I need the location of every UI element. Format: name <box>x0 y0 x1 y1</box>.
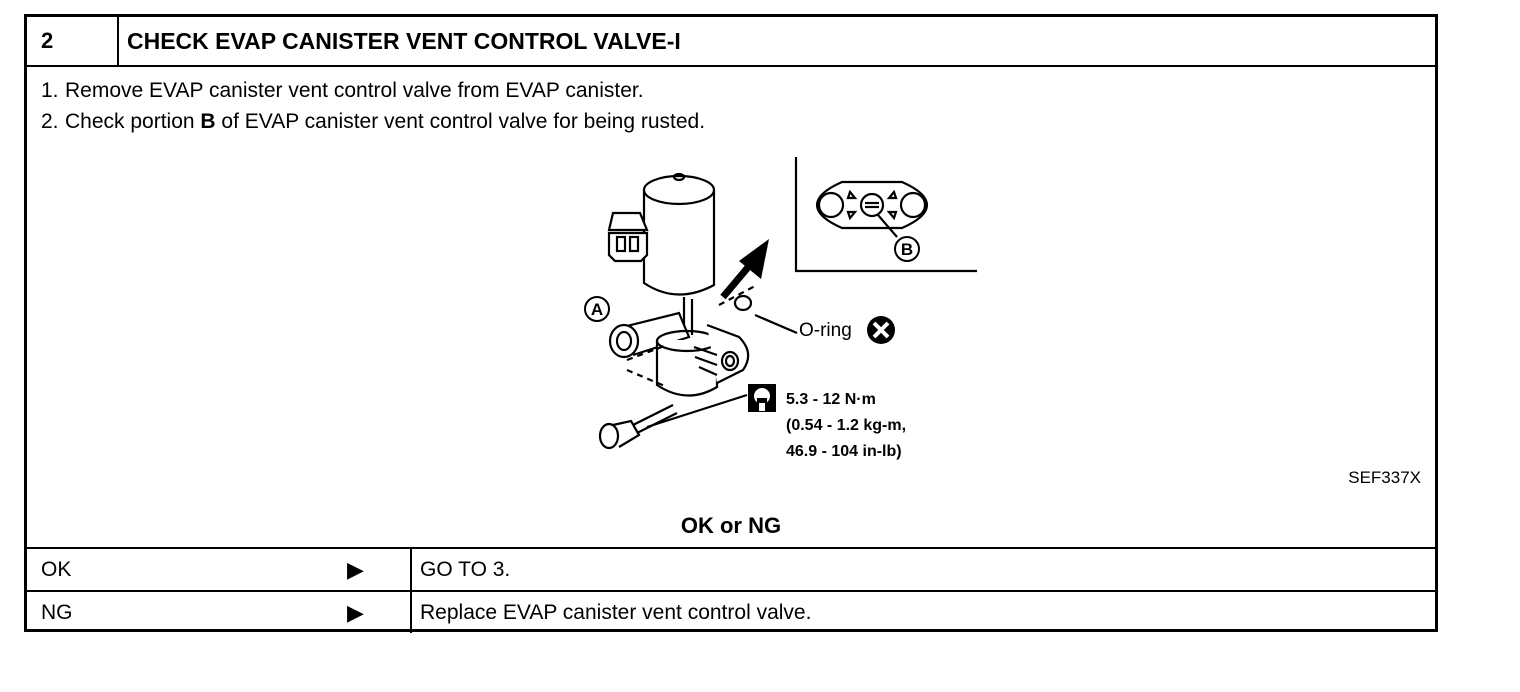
step-title: CHECK EVAP CANISTER VENT CONTROL VALVE-I <box>127 28 681 54</box>
figure-code: SEF337X <box>1348 468 1421 487</box>
valve-diagram: A B O-ring 5.3 - 12 N·m (0.54 - 1.2 kg-m… <box>584 157 977 460</box>
instruction-item: 1. Remove EVAP canister vent control valv… <box>41 75 705 106</box>
instruction-text: Check portion <box>65 110 201 133</box>
instruction-number: 1. <box>41 79 59 102</box>
play-arrow-icon: ▶ <box>347 600 364 625</box>
oring-label: O-ring <box>799 320 852 341</box>
instruction-text: Remove EVAP canister vent control valve … <box>65 79 644 102</box>
instruction-number: 2. <box>41 110 59 133</box>
result-action-cell: Replace EVAP canister vent control valve… <box>410 592 1435 633</box>
torque-wrench-icon <box>748 384 776 412</box>
instruction-text: of EVAP canister vent control valve for … <box>215 110 706 133</box>
torque-spec-line: 46.9 - 104 in-lb) <box>786 443 902 460</box>
label-a: A <box>591 300 603 319</box>
do-not-reuse-icon <box>867 316 895 344</box>
result-action: GO TO 3. <box>420 558 511 581</box>
inspection-procedure-table: 2 CHECK EVAP CANISTER VENT CONTROL VALVE… <box>24 14 1438 633</box>
result-action: Replace EVAP canister vent control valve… <box>420 601 812 624</box>
label-b: B <box>901 240 913 259</box>
result-label: NG <box>41 601 73 624</box>
result-row-ok: OK ▶ GO TO 3. <box>27 547 1435 590</box>
result-row-ng: NG ▶ Replace EVAP canister vent control … <box>27 590 1435 633</box>
instruction-list: 1. Remove EVAP canister vent control valv… <box>41 75 705 137</box>
step-header: 2 CHECK EVAP CANISTER VENT CONTROL VALVE… <box>27 17 1435 67</box>
result-action-cell: GO TO 3. <box>410 549 1435 590</box>
torque-spec-line: (0.54 - 1.2 kg-m, <box>786 417 906 434</box>
result-label: OK <box>41 558 72 581</box>
decision-prompt: OK or NG <box>680 513 782 538</box>
step-number: 2 <box>27 17 119 65</box>
instruction-item: 2. Check portion B of EVAP canister vent … <box>41 106 705 137</box>
play-arrow-icon: ▶ <box>347 557 364 582</box>
instruction-bold-portion: B <box>200 110 216 133</box>
torque-spec-line: 5.3 - 12 N·m <box>786 391 876 408</box>
